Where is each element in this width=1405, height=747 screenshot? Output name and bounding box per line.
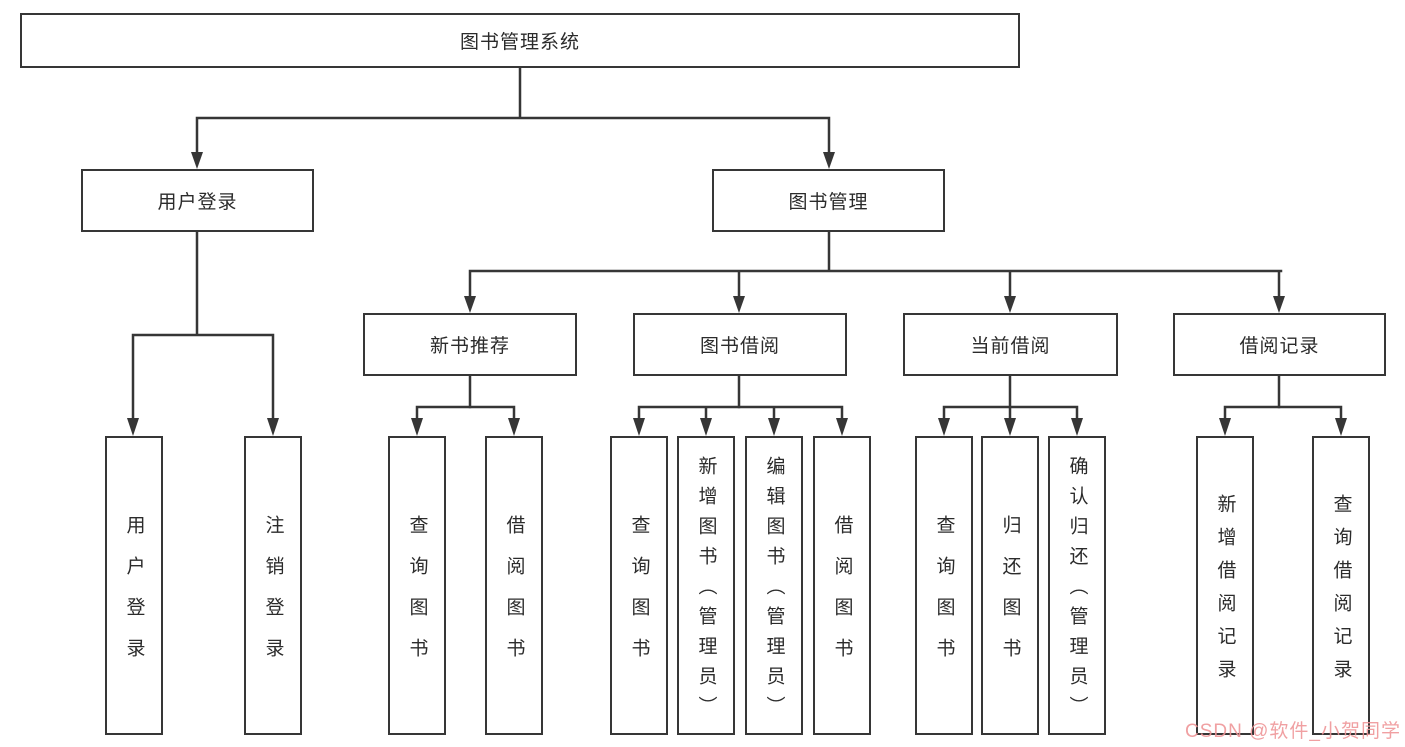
leaf-query-books-borrowing: 查询图书 xyxy=(610,436,668,735)
leaf-user-login: 用户登录 xyxy=(105,436,163,735)
node-book-management: 图书管理 xyxy=(712,169,945,232)
leaf-confirm-return-admin: 确认归还（管理员） xyxy=(1048,436,1106,735)
node-new-book-recommend-label: 新书推荐 xyxy=(429,336,510,357)
leaf-query-books-current-label: 查询图书 xyxy=(933,514,955,679)
leaf-query-books-recommend-label: 查询图书 xyxy=(406,514,428,679)
leaf-query-borrow-record-label: 查询借阅记录 xyxy=(1330,493,1352,692)
leaf-query-borrow-record: 查询借阅记录 xyxy=(1312,436,1370,735)
leaf-query-books-borrowing-label: 查询图书 xyxy=(628,514,650,679)
leaf-borrow-books-borrowing: 借阅图书 xyxy=(813,436,871,735)
node-user-login: 用户登录 xyxy=(81,169,314,232)
leaf-add-books-admin-label: 新增图书（管理员） xyxy=(695,456,717,726)
node-book-management-label: 图书管理 xyxy=(788,192,869,213)
leaf-add-borrow-record: 新增借阅记录 xyxy=(1196,436,1254,735)
node-new-book-recommend: 新书推荐 xyxy=(363,313,577,376)
node-borrow-records: 借阅记录 xyxy=(1173,313,1386,376)
node-borrow-records-label: 借阅记录 xyxy=(1239,336,1320,357)
leaf-borrow-books-recommend-label: 借阅图书 xyxy=(503,514,525,679)
leaf-add-books-admin: 新增图书（管理员） xyxy=(677,436,735,735)
leaf-confirm-return-admin-label: 确认归还（管理员） xyxy=(1066,456,1088,726)
node-library-system: 图书管理系统 xyxy=(20,13,1020,68)
leaf-query-books-recommend: 查询图书 xyxy=(388,436,446,735)
node-book-borrowing-label: 图书借阅 xyxy=(699,336,780,357)
leaf-logout-login: 注销登录 xyxy=(244,436,302,735)
leaf-borrow-books-borrowing-label: 借阅图书 xyxy=(831,514,853,679)
watermark-text: CSDN @软件_小贺同学 xyxy=(1185,721,1401,742)
leaf-return-books: 归还图书 xyxy=(981,436,1039,735)
node-user-login-label: 用户登录 xyxy=(157,192,238,213)
node-library-system-label: 图书管理系统 xyxy=(459,32,580,53)
leaf-borrow-books-recommend: 借阅图书 xyxy=(485,436,543,735)
leaf-user-login-label: 用户登录 xyxy=(123,514,145,679)
node-current-borrowing-label: 当前借阅 xyxy=(970,336,1051,357)
leaf-edit-books-admin-label: 编辑图书（管理员） xyxy=(763,456,785,726)
leaf-add-borrow-record-label: 新增借阅记录 xyxy=(1214,493,1236,692)
node-current-borrowing: 当前借阅 xyxy=(903,313,1118,376)
leaf-logout-login-label: 注销登录 xyxy=(262,514,284,679)
leaf-query-books-current: 查询图书 xyxy=(915,436,973,735)
leaf-edit-books-admin: 编辑图书（管理员） xyxy=(745,436,803,735)
node-book-borrowing: 图书借阅 xyxy=(633,313,847,376)
leaf-return-books-label: 归还图书 xyxy=(999,514,1021,679)
